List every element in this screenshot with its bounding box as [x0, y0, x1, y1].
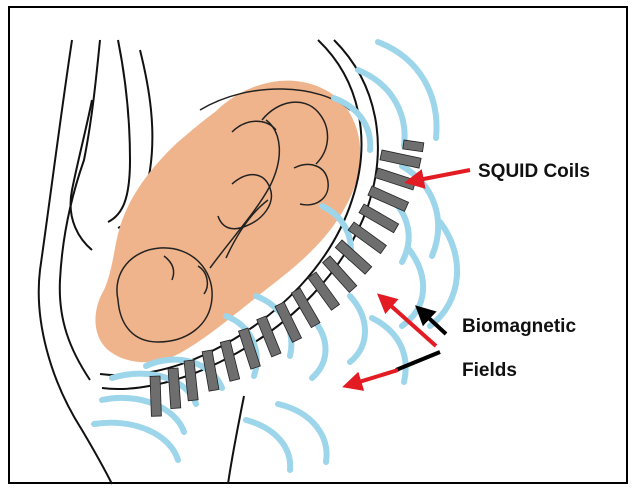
biomagnetic-red-arrow-upper: [380, 296, 436, 346]
squid-coil: [291, 288, 320, 328]
squid-coil: [359, 204, 399, 233]
biomagnetic-label-line1: Biomagnetic: [462, 316, 576, 338]
squid-coil: [257, 316, 281, 357]
squid-coil: [403, 140, 424, 152]
biomagnetic-label-line2: Fields: [462, 360, 517, 382]
biomagnetic-red-arrow-lower: [346, 370, 398, 386]
squid-coils-label: SQUID Coils: [478, 161, 590, 183]
squid-coil: [168, 368, 181, 409]
squid-coil: [368, 186, 409, 211]
squid-coil: [150, 376, 161, 416]
squid-coil: [308, 272, 340, 310]
